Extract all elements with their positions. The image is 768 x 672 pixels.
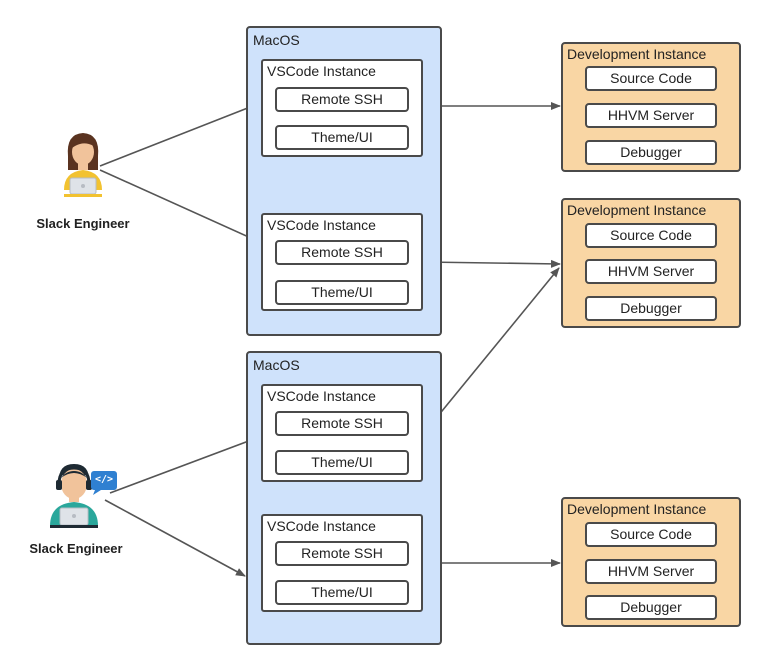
link-eng1-vsc2 bbox=[99, 169, 263, 244]
remote-ssh-box: Remote SSH bbox=[275, 541, 409, 566]
hhvm-server-box: HHVM Server bbox=[585, 103, 717, 128]
vscode-instance-label: VSCode Instance bbox=[267, 217, 376, 233]
source-code-box: Source Code bbox=[585, 223, 717, 248]
macos-label: MacOS bbox=[253, 32, 300, 48]
engineer-label: Slack Engineer bbox=[29, 541, 123, 556]
link-eng2-vsc4 bbox=[104, 499, 246, 577]
macos-label: MacOS bbox=[253, 357, 300, 373]
vscode-instance-label: VSCode Instance bbox=[267, 518, 376, 534]
theme-ui-box: Theme/UI bbox=[275, 280, 409, 305]
engineer-label: Slack Engineer bbox=[36, 216, 130, 231]
development-instance-label: Development Instance bbox=[567, 202, 707, 218]
link-vsc2-dev2 bbox=[423, 259, 561, 268]
code-bubble-icon bbox=[91, 471, 117, 495]
debugger-box: Debugger bbox=[585, 595, 717, 620]
development-instance-label: Development Instance bbox=[567, 501, 707, 517]
male-engineer-icon bbox=[50, 464, 98, 528]
link-eng1-vsc1 bbox=[99, 99, 269, 167]
remote-ssh-box: Remote SSH bbox=[275, 411, 409, 436]
link-eng2-vsc3 bbox=[109, 435, 263, 494]
development-instance-label: Development Instance bbox=[567, 46, 707, 62]
remote-ssh-box: Remote SSH bbox=[275, 240, 409, 265]
hhvm-server-box: HHVM Server bbox=[585, 559, 717, 584]
vscode-instance-label: VSCode Instance bbox=[267, 63, 376, 79]
remote-ssh-box: Remote SSH bbox=[275, 87, 409, 112]
source-code-box: Source Code bbox=[585, 66, 717, 91]
link-vsc3-dev2 bbox=[423, 267, 560, 434]
theme-ui-box: Theme/UI bbox=[275, 450, 409, 475]
theme-ui-box: Theme/UI bbox=[275, 580, 409, 605]
source-code-box: Source Code bbox=[585, 522, 717, 547]
female-engineer-icon bbox=[64, 133, 102, 197]
debugger-box: Debugger bbox=[585, 296, 717, 321]
hhvm-server-box: HHVM Server bbox=[585, 259, 717, 284]
theme-ui-box: Theme/UI bbox=[275, 125, 409, 150]
code-badge-text: </> bbox=[94, 474, 114, 485]
vscode-instance-label: VSCode Instance bbox=[267, 388, 376, 404]
debugger-box: Debugger bbox=[585, 140, 717, 165]
